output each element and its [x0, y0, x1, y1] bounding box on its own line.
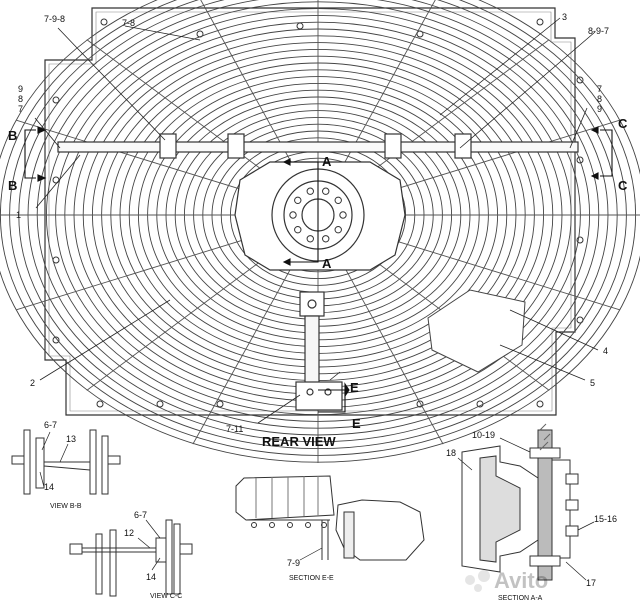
guard-spoke: [192, 257, 298, 445]
fan-hub: [234, 161, 406, 271]
frame-bolt-hole: [52, 176, 60, 184]
callout-7-left: 7: [18, 104, 23, 114]
section-a-a-label-10-19: 10-19: [472, 430, 495, 440]
section-e-e-label-7-9: 7-9: [287, 558, 300, 568]
hub-bolt: [306, 235, 314, 243]
callout-7-8: 7-8: [122, 18, 135, 28]
section-cut-lines: [24, 126, 613, 413]
frame-bolt-hole: [52, 96, 60, 104]
hub-bolt: [322, 235, 330, 243]
section-a-a-label-15-16: 15-16: [594, 514, 617, 524]
section-letter-a-top: A: [322, 154, 332, 169]
view-title-rear-view: REAR VIEW: [262, 434, 336, 449]
hub-bolt: [306, 187, 314, 195]
section-a-a-label-18: 18: [446, 448, 456, 458]
view-c-c-leaders: [137, 519, 161, 571]
section-letter-a-bottom: A: [322, 256, 332, 271]
lower-bracket: [295, 291, 343, 411]
section-letter-b-bottom: B: [8, 178, 17, 193]
view-c-c-label-6-7: 6-7: [134, 510, 147, 520]
section-a-a-leaders: [457, 437, 595, 581]
frame-bolt-hole: [576, 236, 584, 244]
guard-spoke: [338, 257, 444, 445]
callout-9-left: 9: [18, 84, 23, 94]
view-b-b-detail: [11, 429, 121, 495]
callout-7-9-8: 7-9-8: [44, 14, 65, 24]
watermark-logo: Avito: [465, 568, 548, 593]
hub-bolt: [289, 211, 297, 219]
guard-spoke: [15, 232, 268, 311]
view-c-c-detail: [69, 519, 193, 597]
hub-bolt: [294, 225, 302, 234]
hub-bolt: [339, 211, 347, 219]
guard-spoke: [356, 39, 550, 183]
callout-1: 1: [16, 210, 21, 220]
callout-8-left: 8: [18, 94, 23, 104]
section-letter-b-top: B: [8, 128, 17, 143]
guard-spoke: [368, 119, 621, 198]
frame-bolt-hole: [416, 400, 424, 408]
fan-guard-spokes: [0, 0, 640, 463]
frame-bolt-hole: [52, 336, 60, 344]
callout-2: 2: [30, 378, 35, 388]
support-bar: [57, 133, 579, 159]
callout-4: 4: [603, 346, 608, 356]
frame-bolt-hole: [576, 156, 584, 164]
view-b-b-leaders: [39, 431, 69, 488]
view-c-c-label-12: 12: [124, 528, 134, 538]
frame-bolt-hole: [536, 400, 544, 408]
guard-spoke: [86, 247, 280, 391]
section-e-e-caption: SECTION E-E: [289, 575, 334, 582]
frame-bolt-hole: [536, 18, 544, 26]
callout-7-right: 7: [597, 84, 602, 94]
frame-bolt-hole: [156, 400, 164, 408]
section-e-e-detail: [235, 475, 425, 561]
callout-9-right: 9: [597, 104, 602, 114]
callout-8-9-7: 8-9-7: [588, 26, 609, 36]
hub-bolt: [334, 196, 342, 205]
callout-8-right: 8: [597, 94, 602, 104]
view-b-b-label-13: 13: [66, 434, 76, 444]
callout-3: 3: [562, 12, 567, 22]
frame-bolt-hole: [216, 400, 224, 408]
callout-5: 5: [590, 378, 595, 388]
section-a-a-label-17: 17: [586, 578, 596, 588]
leader-lines: [34, 17, 599, 424]
guard-spoke: [15, 119, 268, 198]
hub-bolts: [289, 187, 347, 243]
frame-bolt-hole: [96, 400, 104, 408]
section-a-a-caption: SECTION A-A: [498, 595, 543, 602]
section-letter-c-bottom: C: [618, 178, 628, 193]
hub-bolt: [334, 225, 342, 234]
view-c-c-label-14: 14: [146, 572, 156, 582]
view-c-c-caption: VIEW C-C: [150, 593, 182, 600]
guard-spoke: [338, 0, 436, 173]
view-b-b-caption: VIEW B-B: [50, 503, 82, 510]
hub-bolt: [294, 196, 302, 205]
watermark-text: Avito: [494, 568, 548, 593]
section-letter-e-bottom: E: [352, 416, 361, 431]
guard-spoke: [86, 39, 280, 183]
section-e-e-leaders: [299, 547, 323, 561]
frame-bolt-hole: [100, 18, 108, 26]
guard-spoke: [200, 0, 298, 173]
guard-spoke: [368, 232, 621, 311]
section-letter-e-top: E: [350, 380, 359, 395]
view-b-b-label-6-7: 6-7: [44, 420, 57, 430]
section-letter-c-top: C: [618, 116, 628, 131]
view-b-b-label-14: 14: [44, 482, 54, 492]
frame-bolt-hole: [296, 22, 304, 30]
cutaway-area: [427, 289, 526, 373]
section-a-a-detail: [461, 423, 579, 581]
hub-bolt: [322, 187, 330, 195]
frame-bolt-hole: [576, 76, 584, 84]
callout-7-11: 7-11: [226, 424, 243, 434]
